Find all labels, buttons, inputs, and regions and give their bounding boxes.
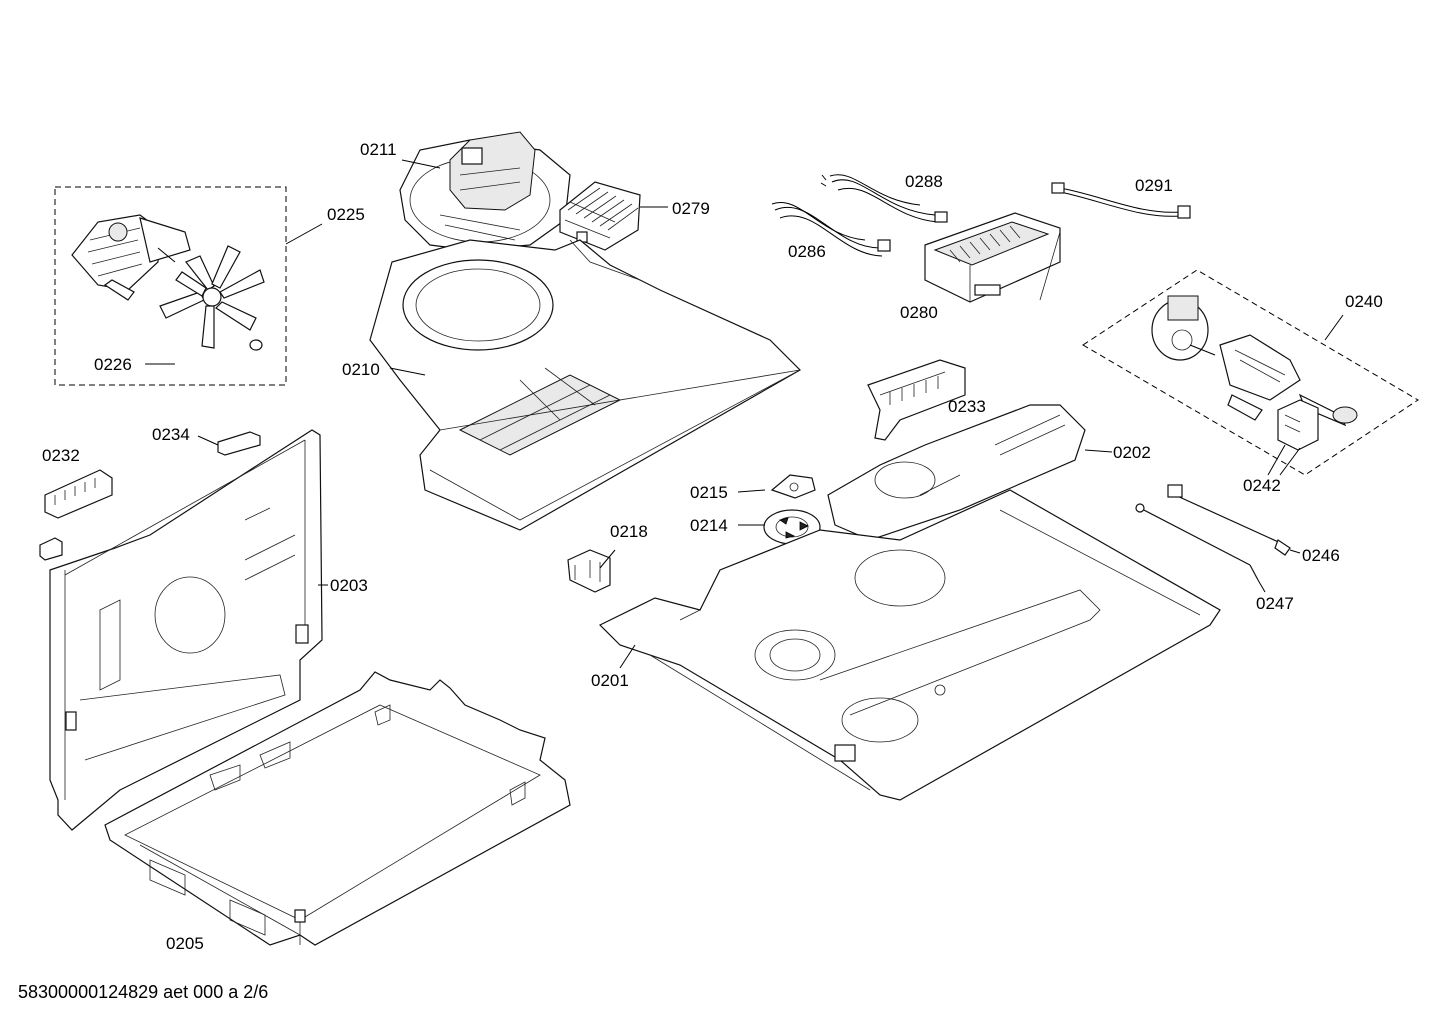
label-0203: 0203 (330, 576, 368, 595)
label-0288: 0288 (905, 172, 943, 191)
bracket-0218 (567, 549, 616, 593)
label-0280: 0280 (900, 303, 938, 322)
label-0201: 0201 (591, 671, 629, 690)
fan-blade (159, 245, 265, 351)
wire-harness-0288 (820, 174, 948, 223)
wire-harness-0286 (771, 202, 891, 257)
bracket-0233 (867, 359, 966, 441)
label-0218: 0218 (610, 522, 648, 541)
label-0240: 0240 (1345, 292, 1383, 311)
label-0210: 0210 (342, 360, 380, 379)
label-0234: 0234 (152, 425, 190, 444)
label-0242: 0242 (1243, 476, 1281, 495)
rod-0247 (1135, 503, 1266, 593)
group-0240-rotisserie-kit (1082, 269, 1419, 476)
part-labels: 0211 0279 0288 0291 0225 0286 0280 0240 … (42, 140, 1383, 953)
terminal-block-0232 (39, 469, 113, 561)
group-0225-fan-motor-kit (54, 186, 323, 386)
label-0286: 0286 (788, 242, 826, 261)
label-0247: 0247 (1256, 594, 1294, 613)
fan-motor (71, 214, 191, 301)
drawing-reference-number: 58300000124829 aet 000 a 2/6 (18, 982, 268, 1002)
label-0211: 0211 (360, 140, 397, 159)
label-0232: 0232 (42, 446, 80, 465)
bottom-tray-0205 (104, 671, 571, 946)
blower-fan-housing-0211 (399, 131, 571, 251)
rotisserie-bracket (1219, 334, 1301, 421)
label-0202: 0202 (1113, 443, 1151, 462)
label-0291: 0291 (1135, 176, 1173, 195)
label-0215: 0215 (690, 483, 728, 502)
label-0279: 0279 (672, 199, 710, 218)
heat-sink-0279 (559, 181, 668, 251)
label-0205: 0205 (166, 934, 204, 953)
label-0246: 0246 (1302, 546, 1340, 565)
label-0226: 0226 (94, 355, 132, 374)
back-panel-0203 (49, 429, 328, 831)
label-0225: 0225 (327, 205, 365, 224)
cavity-top-frame-0210 (369, 239, 801, 531)
duct-cover-0202 (827, 404, 1113, 541)
ribbon-cable-0291 (1051, 182, 1191, 219)
rotisserie-motor (1151, 295, 1216, 361)
clip-0234 (197, 431, 261, 456)
bracket-0215 (737, 474, 816, 499)
label-0233: 0233 (948, 397, 986, 416)
label-0214: 0214 (690, 516, 728, 535)
rod-0246 (1167, 484, 1301, 556)
switch-0242 (1277, 399, 1319, 451)
base-plate-0201 (598, 489, 1221, 801)
electronic-module-0280 (924, 212, 1061, 303)
